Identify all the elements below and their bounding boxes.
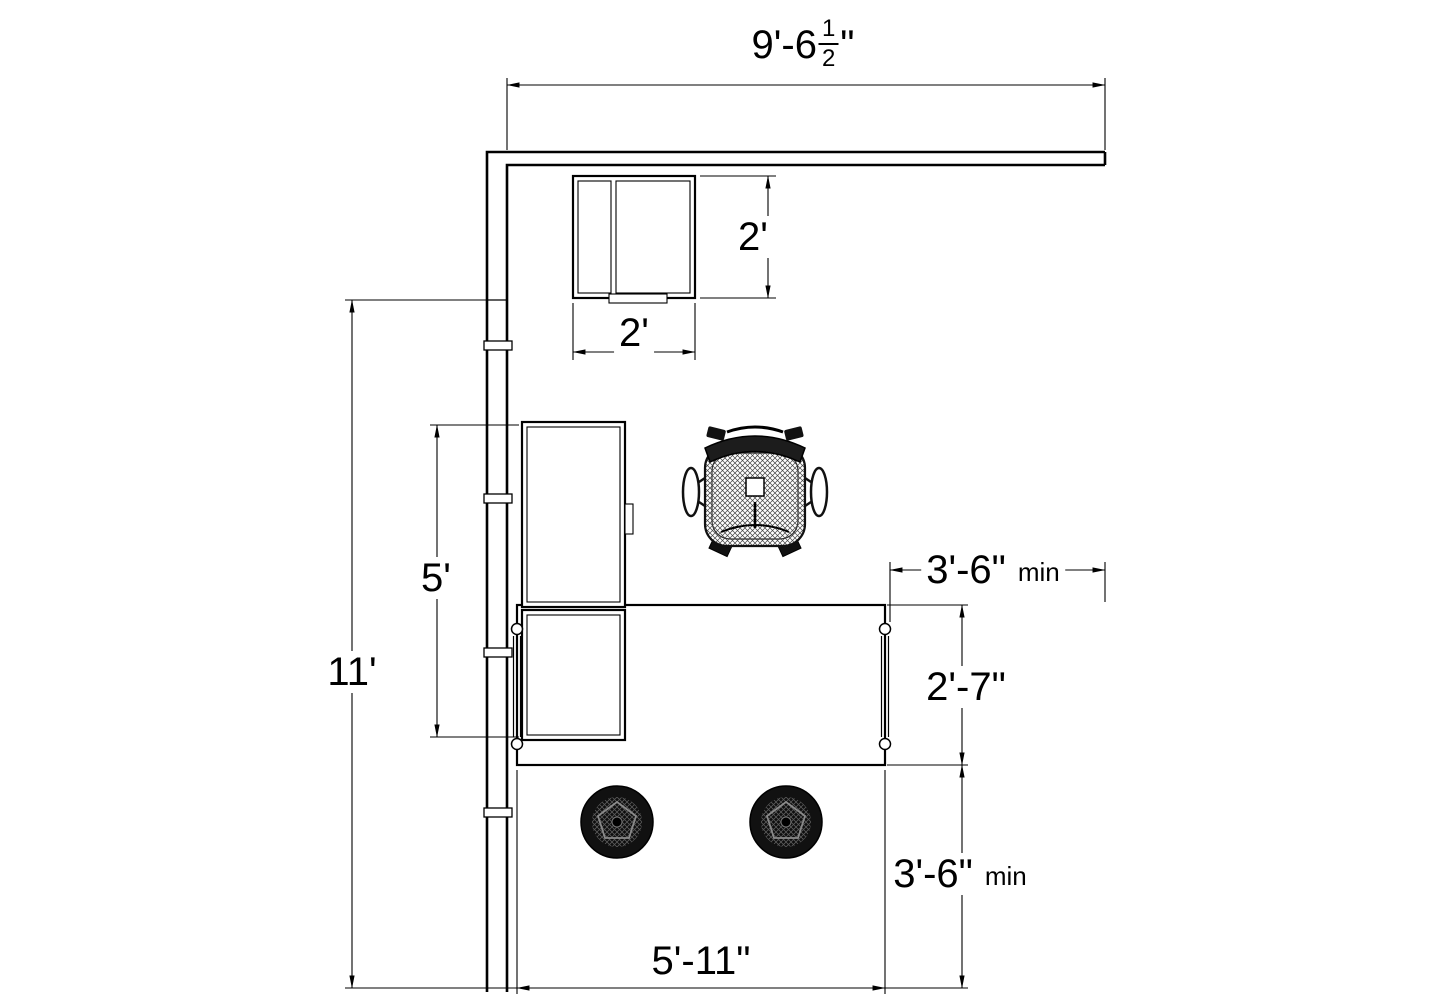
dim-label-cabinet-depth: 2' <box>733 216 773 258</box>
right-clearance-qualifier: min <box>1017 557 1060 588</box>
wall-outlet-icon <box>483 340 513 351</box>
wall-outlet-symbols <box>483 340 513 818</box>
front-clearance-qualifier: min <box>984 861 1027 892</box>
fraction-denominator: 2 <box>821 45 836 72</box>
stool-right <box>749 785 823 859</box>
dim-label-front-clearance: 3'-6" min <box>888 853 1032 895</box>
tall-cabinet-value: 5' <box>421 556 451 600</box>
tall-cabinet <box>520 420 634 742</box>
dim-label-tall-cabinet: 5' <box>416 557 456 599</box>
desk-bracket-left <box>510 622 524 751</box>
right-clearance-value: 3'-6" <box>926 548 1006 592</box>
dim-label-right-clearance: 3'-6" min <box>921 549 1065 591</box>
office-chair <box>681 425 829 558</box>
dim-desk-width <box>516 770 886 994</box>
top-width-unit: " <box>840 23 855 67</box>
dim-label-desk-width: 5'-11" <box>646 939 756 983</box>
stool-left <box>580 785 654 859</box>
wall-outlet-icon <box>483 807 513 818</box>
desk-depth-value: 2'-7" <box>926 665 1006 709</box>
dim-label-desk-depth: 2'-7" <box>921 666 1011 708</box>
desk-width-value: 5'-11" <box>651 939 751 983</box>
desk-bracket-right <box>878 622 892 751</box>
top-width-value: 9'-6 <box>751 23 817 67</box>
fraction-numerator: 1 <box>818 17 839 45</box>
wall-outlet-icon <box>483 493 513 504</box>
cabinet-depth-value: 2' <box>738 215 768 259</box>
front-clearance-value: 3'-6" <box>893 852 973 896</box>
cabinet-width-value: 2' <box>619 311 649 355</box>
room-length-value: 11' <box>327 650 377 694</box>
upper-cabinet <box>571 174 697 304</box>
dim-label-cabinet-width: 2' <box>614 312 654 354</box>
dim-label-room-length: 11' <box>322 650 382 694</box>
dim-top-width <box>506 78 1106 150</box>
dim-room-length <box>345 299 517 989</box>
dimension-lines <box>345 78 1106 994</box>
wall-outlet-icon <box>483 647 513 658</box>
